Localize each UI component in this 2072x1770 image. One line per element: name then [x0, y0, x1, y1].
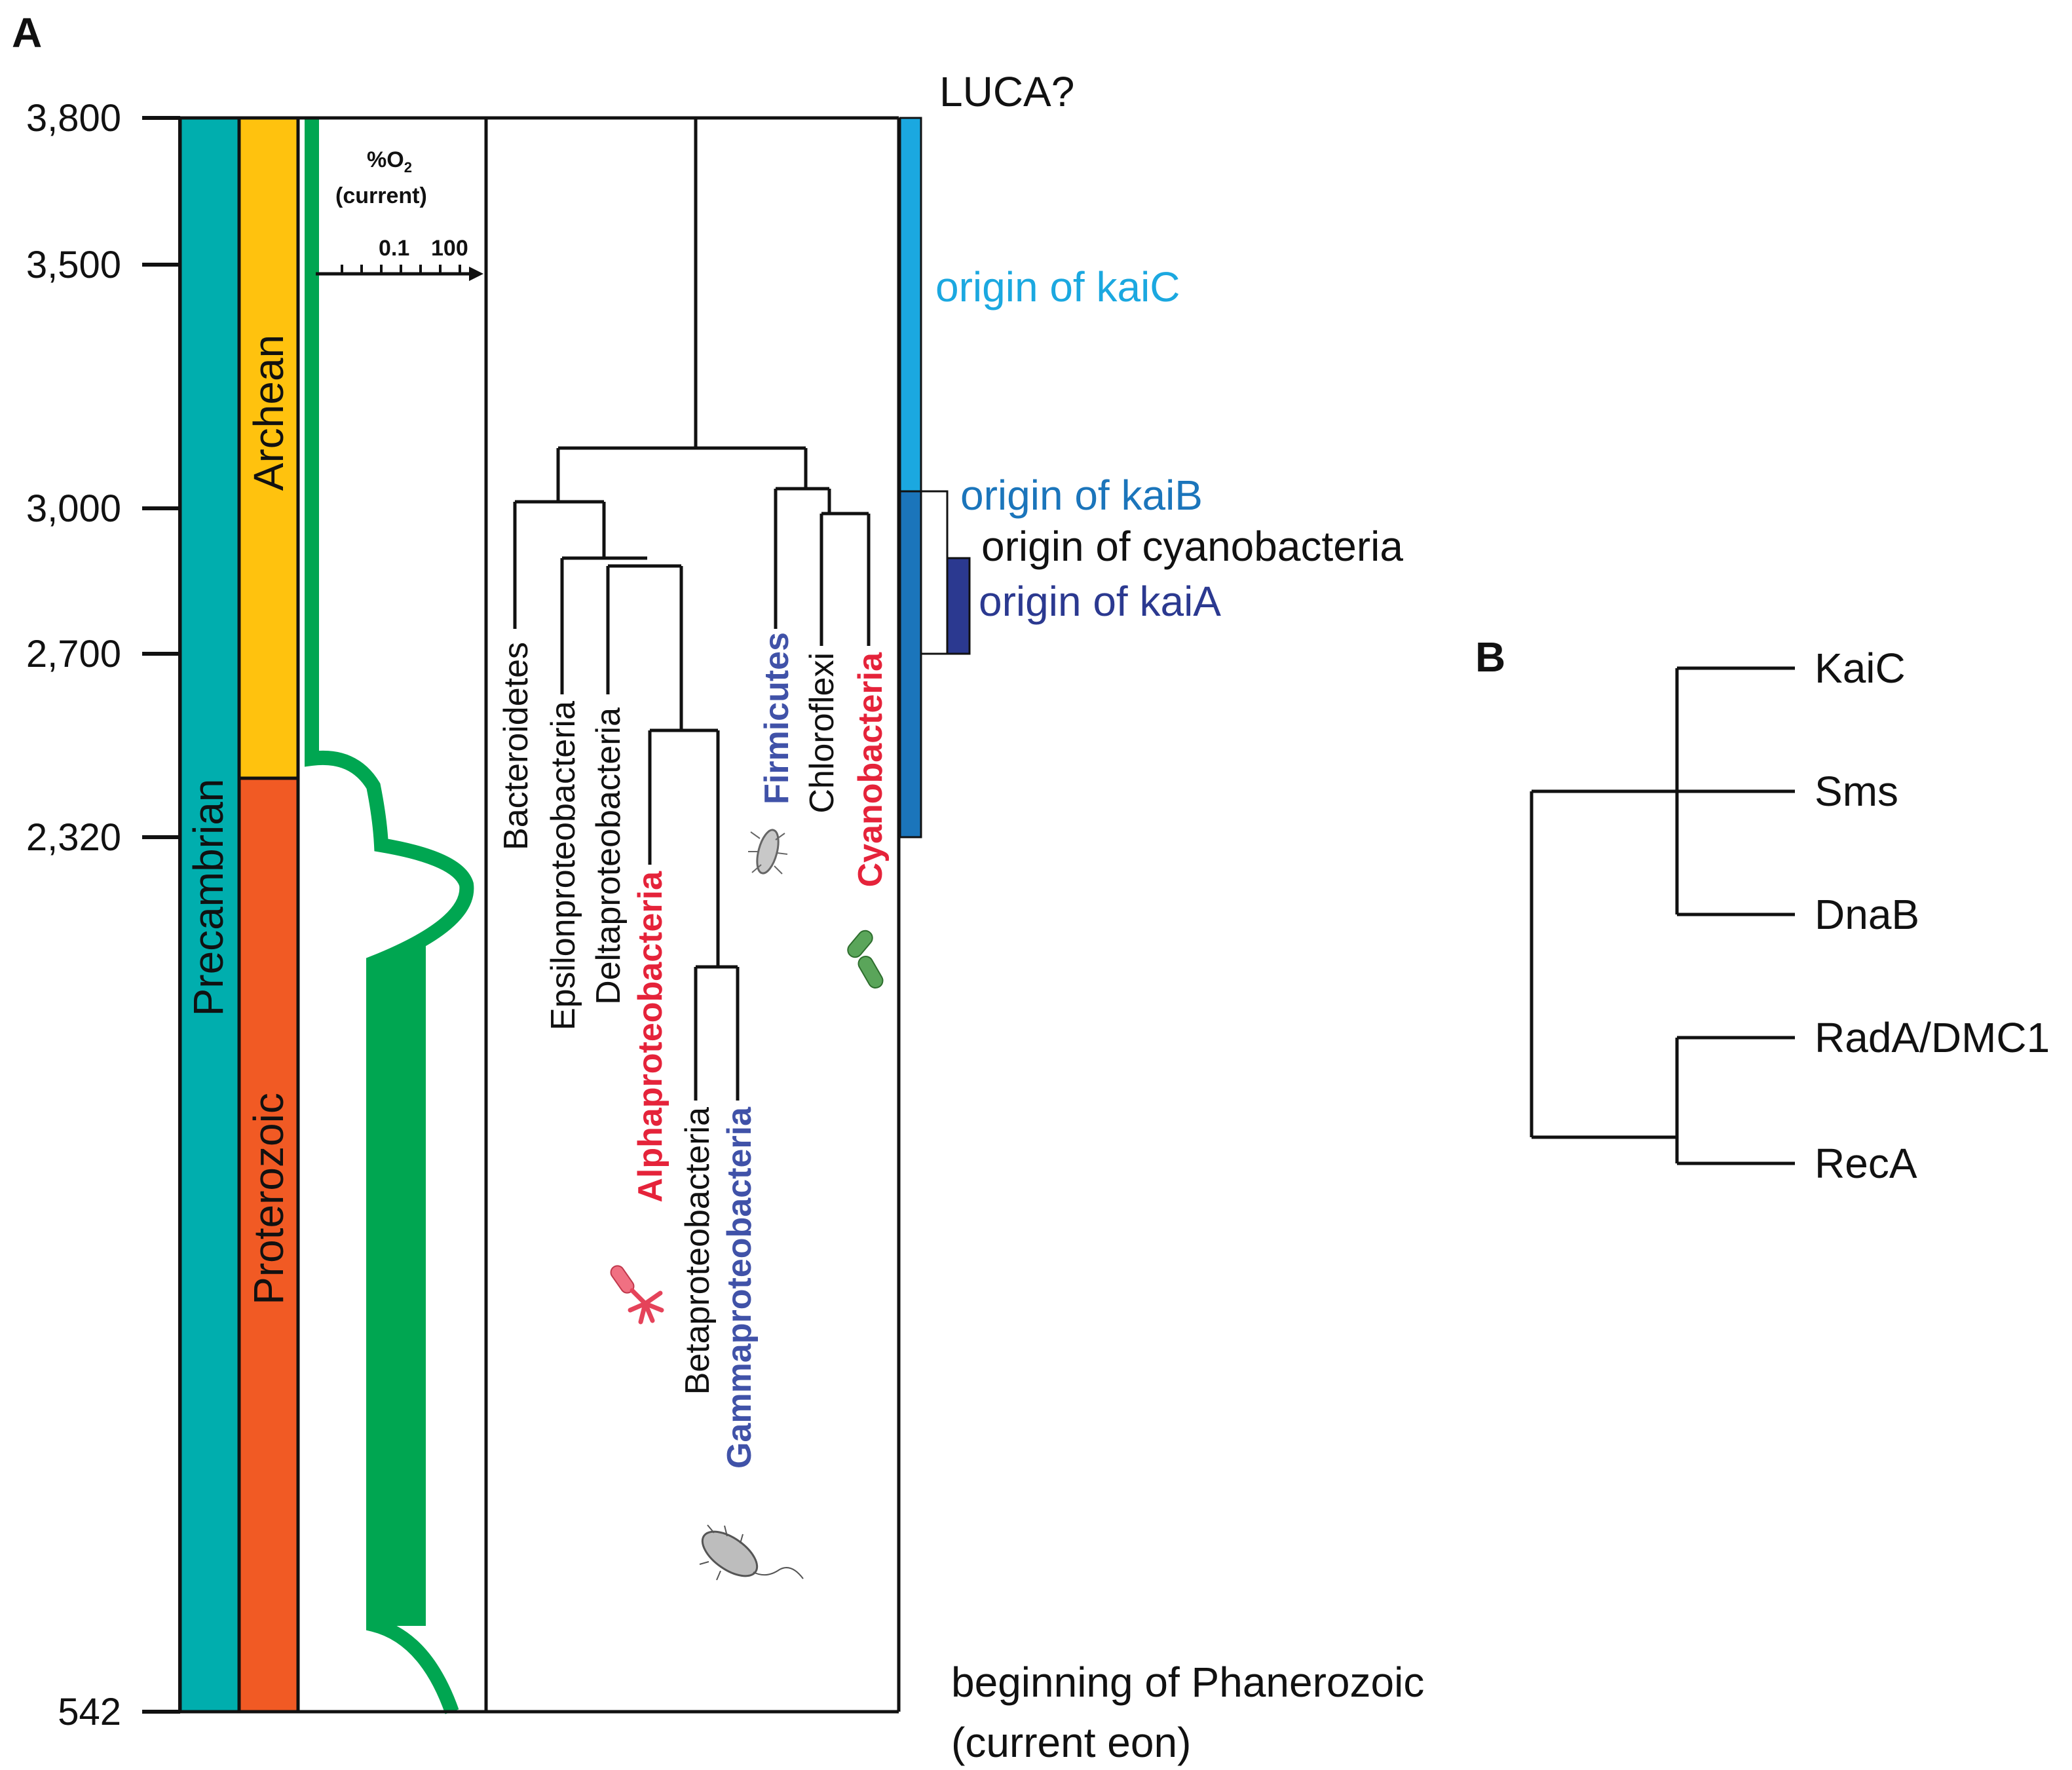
taxon-label: Gammaproteobacteria [721, 1106, 759, 1469]
taxon-label: Cyanobacteria [852, 652, 890, 887]
oxygen-subtitle: (current) [335, 183, 427, 208]
phanerozoic-label: beginning of Phanerozoic [951, 1659, 1424, 1706]
kaiC-bar [899, 117, 922, 493]
proterozoic-label: Proterozoic [245, 1093, 292, 1305]
tree-frame [180, 116, 901, 1714]
time-axis: 3,800 3,500 3,000 2,700 2,320 542 [26, 97, 182, 1733]
precambrian-label: Precambrian [185, 779, 232, 1017]
proterozoic-bar [237, 776, 300, 1714]
kaiC-origin-label: origin of kaiC [935, 263, 1180, 311]
alphaproteobacteria-cell-icon [610, 1265, 664, 1325]
tick-label-2320: 2,320 [26, 816, 121, 859]
cyanobacteria-bracket [921, 490, 949, 655]
oxygen-curve [305, 118, 474, 1714]
oxygen-title: %O2 [367, 147, 412, 176]
era-bars: Precambrian Archean Proterozoic [178, 116, 300, 1714]
tick-label-542: 542 [58, 1691, 121, 1733]
panel-b-label: B [1475, 633, 1505, 681]
kaiA-bar [946, 557, 971, 655]
kaiB-origin-label: origin of kaiB [960, 472, 1203, 519]
taxon-label: Firmicutes [758, 632, 796, 804]
panel-b-leaves: KaiC Sms DnaB RadA/DMC1 RecA [1815, 645, 2050, 1187]
firmicutes-cell-icon [748, 829, 788, 875]
leaf-label: RadA/DMC1 [1815, 1014, 2050, 1061]
panel-a-label: A [12, 9, 42, 56]
origin-bars [899, 117, 971, 838]
current-eon-label: (current eon) [951, 1719, 1191, 1766]
archean-label: Archean [245, 335, 292, 491]
taxa-labels: Bacteroidetes Epsilonproteobacteria Delt… [497, 632, 890, 1469]
tick-label-2700: 2,700 [26, 633, 121, 675]
taxon-label: Chloroflexi [803, 652, 841, 814]
oxygen-scale-high: 100 [431, 236, 468, 261]
kaiB-bar [899, 490, 922, 838]
leaf-label: DnaB [1815, 891, 1919, 938]
tick-label-3000: 3,000 [26, 487, 121, 530]
taxon-label: Deltaproteobacteria [590, 707, 628, 1005]
gammaproteobacteria-cell-icon [699, 1524, 804, 1581]
panel-b-tree [1530, 666, 1795, 1165]
taxon-label: Alphaproteobacteria [631, 871, 669, 1203]
taxon-label: Epsilonproteobacteria [544, 701, 582, 1030]
cyanobacteria-cell-icon [847, 930, 884, 989]
leaf-label: Sms [1815, 768, 1898, 815]
taxon-label: Betaproteobacteria [679, 1107, 717, 1395]
cyanobacteria-origin-label: origin of cyanobacteria [981, 523, 1403, 570]
leaf-label: RecA [1815, 1140, 1917, 1187]
bacterial-tree [513, 118, 871, 1101]
tick-label-3500: 3,500 [26, 244, 121, 286]
luca-label: LUCA? [939, 68, 1074, 115]
oxygen-scale-low: 0.1 [379, 236, 409, 261]
tick-label-3800: 3,800 [26, 97, 121, 140]
leaf-label: KaiC [1815, 645, 1906, 692]
event-annotations: LUCA? origin of kaiC origin of kaiB orig… [935, 68, 1424, 1766]
kaiA-origin-label: origin of kaiA [979, 578, 1221, 625]
oxygen-scale: %O2 (current) 0.1 100 [316, 147, 483, 281]
archean-bar [237, 116, 300, 780]
taxon-label: Bacteroidetes [497, 642, 535, 850]
